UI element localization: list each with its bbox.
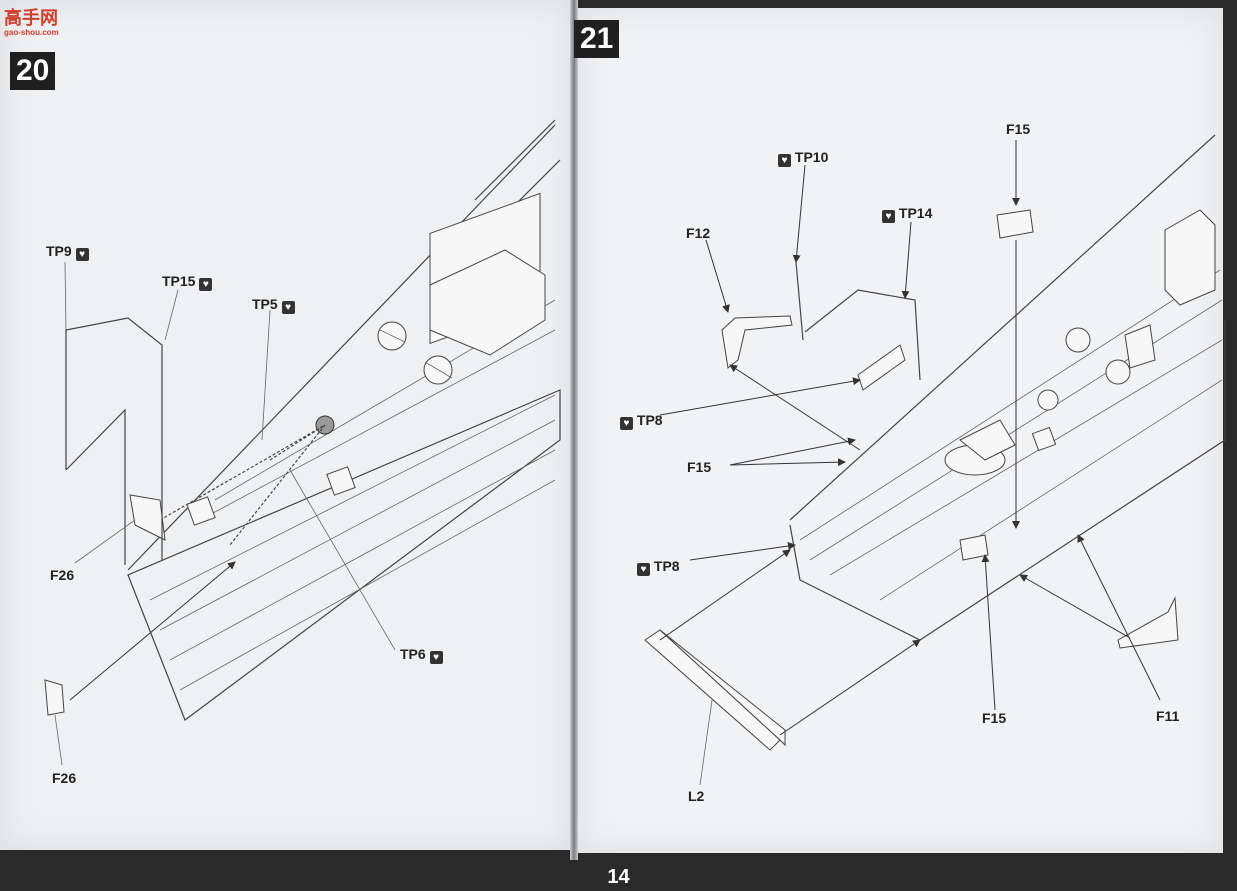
watermark-logo: 高手网 gao-shou.com (4, 4, 59, 37)
page-left (0, 0, 572, 850)
label-tp8-lower: ♥ TP8 (637, 558, 680, 576)
label-tp9-text: TP9 (46, 243, 72, 259)
label-f15-mid: F15 (687, 459, 712, 475)
label-tp14: ♥ TP14 (882, 205, 932, 223)
photo-etch-icon: ♥ (882, 210, 895, 223)
photo-etch-icon: ♥ (199, 278, 213, 291)
book-gutter (570, 0, 578, 860)
page-right (578, 8, 1223, 853)
photo-etch-icon: ♥ (778, 154, 791, 167)
label-tp8-upper-text: TP8 (636, 412, 663, 428)
photo-etch-icon: ♥ (620, 417, 633, 430)
label-f26-upper: F26 (50, 567, 75, 583)
photo-etch-icon: ♥ (429, 651, 443, 664)
label-f26-lower: F26 (52, 770, 77, 786)
photo-etch-icon: ♥ (75, 248, 89, 261)
watermark-brand: 高手网 (4, 8, 58, 28)
label-tp10: ♥ TP10 (778, 149, 828, 167)
label-tp6-text: TP6 (400, 646, 426, 662)
label-tp10-text: TP10 (794, 149, 829, 165)
label-tp9: TP9 ♥ (46, 243, 89, 261)
label-f15-bottom: F15 (982, 710, 1007, 726)
watermark-url: gao-shou.com (4, 28, 59, 37)
label-f15-top: F15 (1006, 121, 1031, 137)
label-tp14-text: TP14 (898, 205, 933, 221)
label-tp6: TP6 ♥ (400, 646, 443, 664)
label-tp5: TP5 ♥ (252, 296, 295, 314)
photo-etch-icon: ♥ (637, 563, 650, 576)
label-tp8-lower-text: TP8 (653, 558, 680, 574)
label-tp15-text: TP15 (162, 273, 196, 289)
step21-hull-drawing (644, 134, 1226, 786)
step-number-21: 21 (574, 20, 620, 58)
photo-etch-icon: ♥ (281, 301, 295, 314)
label-tp8-upper: ♥ TP8 (620, 412, 663, 430)
label-f12: F12 (686, 225, 711, 241)
step20-hull-drawing (44, 119, 561, 766)
label-tp5-text: TP5 (252, 296, 278, 312)
label-l2: L2 (688, 788, 705, 804)
page-number: 14 (607, 866, 630, 888)
label-tp15: TP15 ♥ (162, 273, 213, 291)
step-number-20: 20 (10, 52, 56, 90)
label-f11: F11 (1156, 708, 1180, 724)
